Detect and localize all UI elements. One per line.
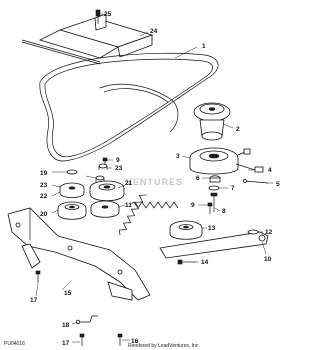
- watermark-text: VENTURES: [126, 177, 183, 187]
- bolt-17-bottom: [79, 333, 85, 346]
- credit-text: Rendered by LeadVentures, Inc.: [128, 343, 200, 349]
- callout-15: 15: [64, 290, 72, 297]
- electric-clutch-3: [189, 147, 251, 175]
- idler-pulley-2: [193, 102, 231, 141]
- bolt-9-left: [102, 157, 108, 165]
- pulley-21: [89, 180, 125, 202]
- pulley-23-right: [98, 163, 108, 170]
- callout-23-right: 23: [115, 165, 123, 172]
- callout-7: 7: [231, 185, 235, 192]
- callout-8: 8: [222, 208, 226, 215]
- belt-drive-parts-diagram: VENTURES: [4, 9, 280, 349]
- callout-23-left: 23: [40, 182, 48, 189]
- callout-25: 25: [104, 11, 112, 18]
- washer-7: [208, 185, 220, 191]
- washer-12: [247, 229, 259, 235]
- callout-16: 16: [131, 338, 139, 345]
- callout-5: 5: [276, 181, 280, 188]
- bolt-25: [95, 9, 101, 24]
- bolt-17-left: [35, 270, 41, 283]
- figure-code: PU04016: [4, 341, 25, 347]
- pulley-20-right: [90, 200, 120, 218]
- drive-belt: [39, 52, 219, 162]
- callout-12: 12: [265, 229, 273, 236]
- callout-1: 1: [202, 43, 206, 50]
- clip-18: [75, 315, 98, 325]
- idler-arm-10: [159, 231, 269, 259]
- callout-2: 2: [236, 126, 240, 133]
- mounting-plate: [21, 13, 154, 65]
- spring-11: [119, 194, 179, 236]
- callout-9-right: 9: [191, 202, 195, 209]
- wire-connector-4: [235, 163, 264, 173]
- bolt-16: [117, 333, 123, 346]
- callout-17-left: 17: [30, 297, 38, 304]
- bolt-8: [210, 192, 218, 212]
- callout-19: 19: [40, 170, 48, 177]
- callout-20: 20: [40, 211, 48, 218]
- callout-labels: 1 2 3 4 5 6 7 8 9 9 10 11 12 13 14 15 16…: [30, 11, 280, 347]
- callout-9-left: 9: [116, 157, 120, 164]
- callout-3: 3: [176, 153, 180, 160]
- leader-lines: [35, 13, 273, 343]
- callout-13: 13: [208, 225, 216, 232]
- callout-6: 6: [196, 175, 200, 182]
- idler-pulley-13: [169, 220, 203, 240]
- pulley-20-left: [57, 201, 87, 220]
- callout-14: 14: [201, 259, 209, 266]
- bolt-14: [177, 259, 196, 265]
- frame-bracket-15: [7, 207, 151, 301]
- pin-5: [243, 179, 269, 184]
- callout-11: 11: [125, 202, 132, 209]
- spacer-19: [66, 169, 78, 175]
- callout-4: 4: [268, 167, 272, 174]
- callout-18: 18: [62, 322, 70, 329]
- bushing-6: [209, 175, 221, 183]
- bolt-9-right: [207, 202, 213, 214]
- pulley-23-left: [59, 182, 85, 198]
- callout-22: 22: [40, 193, 48, 200]
- callout-21: 21: [125, 180, 133, 187]
- callout-10: 10: [264, 256, 272, 263]
- callout-17-bottom: 17: [62, 340, 70, 347]
- callout-24: 24: [150, 28, 158, 35]
